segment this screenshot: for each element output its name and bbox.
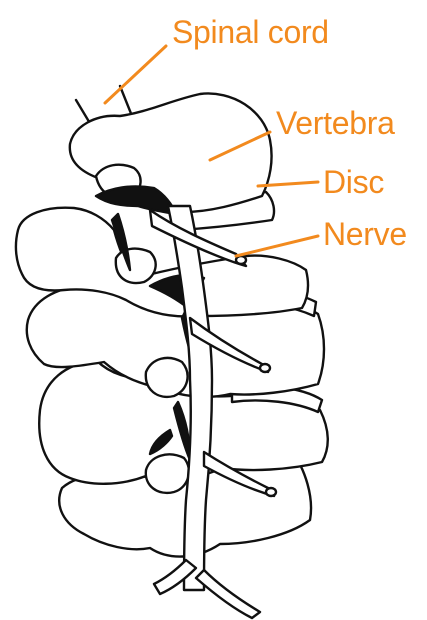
nerve-label: Nerve bbox=[323, 218, 407, 250]
leader-nerve bbox=[236, 236, 318, 256]
nerve-end-3 bbox=[266, 488, 276, 496]
nerve-end-2 bbox=[260, 364, 270, 372]
nerve-root-5 bbox=[196, 570, 260, 618]
facet-4 bbox=[146, 454, 189, 492]
vertebra-label: Vertebra bbox=[276, 107, 395, 139]
facet-2 bbox=[116, 249, 156, 283]
spinal-cord-label: Spinal cord bbox=[172, 16, 329, 48]
nerve-end-1 bbox=[236, 256, 246, 264]
disc-label: Disc bbox=[323, 166, 384, 198]
leader-spinal-cord bbox=[105, 46, 166, 103]
facet-3 bbox=[146, 358, 188, 397]
